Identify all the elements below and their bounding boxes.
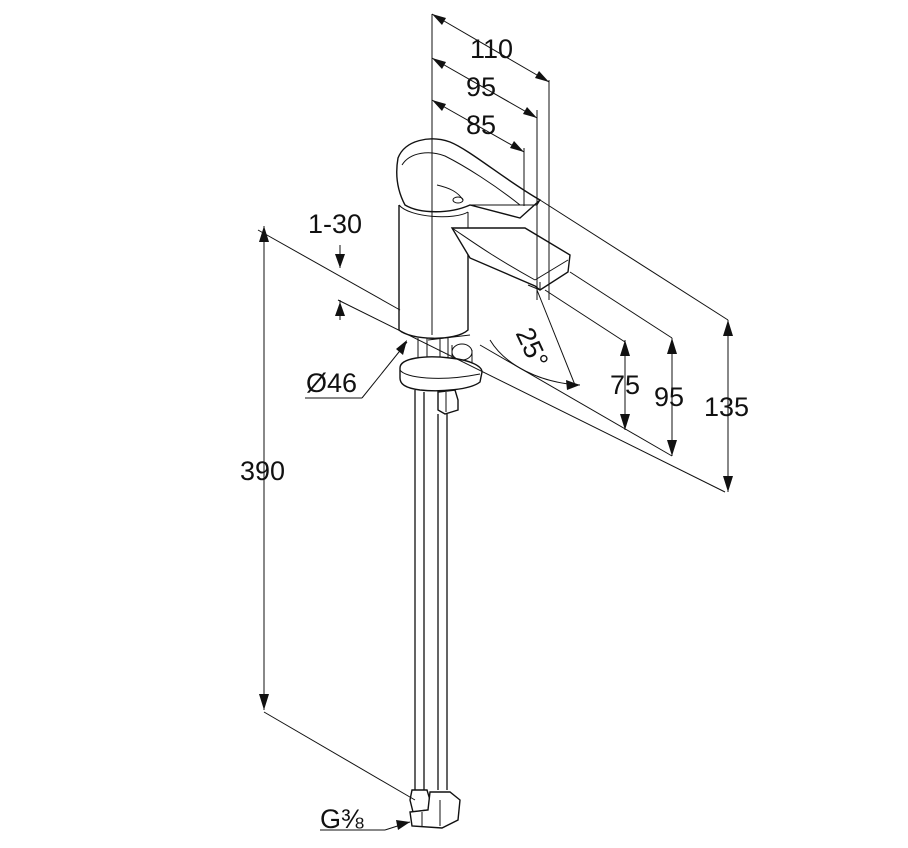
label-width-spout: 95 <box>466 72 496 102</box>
label-spout-height-75: 75 <box>610 370 640 400</box>
dimension-lines <box>257 13 733 831</box>
label-base-diameter: Ø46 <box>306 368 357 398</box>
label-handle-height: 1-30 <box>308 209 362 239</box>
label-spout-height-95: 95 <box>654 382 684 412</box>
label-hose-length: 390 <box>240 456 285 486</box>
label-angle: 25° <box>510 323 554 373</box>
dimension-labels: 110 95 85 1-30 Ø46 25° 75 95 135 390 G⅜ <box>240 34 749 834</box>
label-width-body: 85 <box>466 110 496 140</box>
label-connection-thread: G⅜ <box>320 804 364 834</box>
label-width-total: 110 <box>470 34 513 64</box>
label-total-height: 135 <box>704 392 749 422</box>
faucet-body <box>396 138 571 829</box>
